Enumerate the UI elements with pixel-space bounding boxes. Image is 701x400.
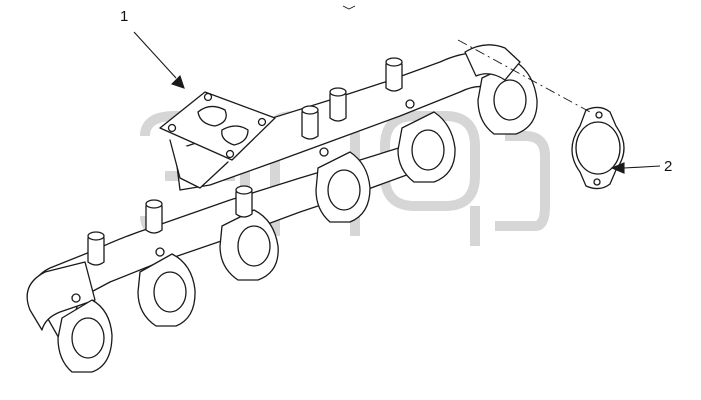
- port-lower-1: [57, 293, 113, 373]
- boss-6: [235, 185, 253, 218]
- port-lower-3: [219, 201, 279, 281]
- callout-2-label: 2: [664, 158, 673, 175]
- top-mark: [342, 5, 356, 10]
- left-elbow: [26, 261, 96, 331]
- turbo-flange-opening-b: [221, 125, 249, 146]
- port-upper-5: [397, 99, 456, 183]
- leader-line-1: [133, 31, 177, 79]
- boss-3: [301, 105, 319, 140]
- turbo-flange: [159, 91, 276, 161]
- leader-line-2: [623, 165, 661, 169]
- boss-1: [87, 231, 105, 266]
- port-lower-2: [137, 247, 196, 327]
- boss-4: [329, 87, 347, 122]
- leader-arrow-1: [170, 74, 185, 89]
- boss-2: [145, 199, 163, 234]
- centerline: [457, 39, 591, 113]
- boss-5: [385, 57, 403, 92]
- port-upper-6: [477, 55, 538, 135]
- leader-arrow-2: [610, 162, 625, 174]
- turbo-flange-opening-a: [197, 105, 227, 127]
- upper-elbow: [464, 44, 521, 81]
- port-lower-4: [315, 147, 371, 223]
- gasket: [571, 106, 625, 190]
- callout-1-label: 1: [120, 8, 129, 25]
